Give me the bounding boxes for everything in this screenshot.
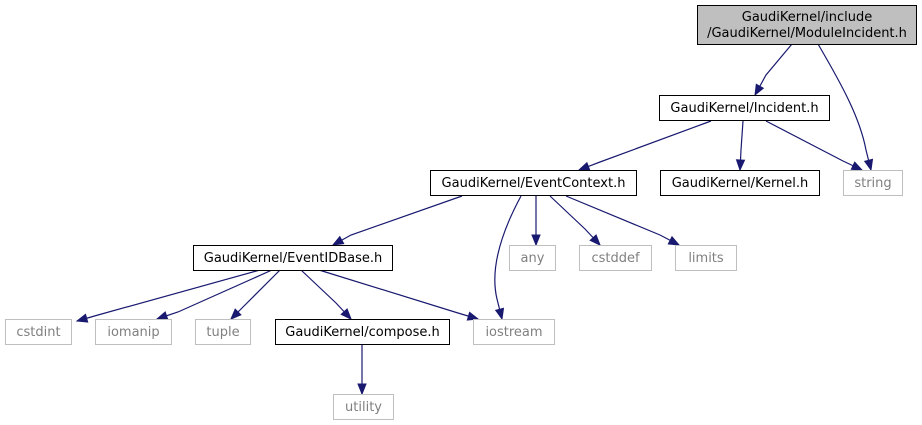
node-cstddef[interactable]: cstddef [579,245,652,271]
node-box [333,394,394,420]
node-box [473,319,555,345]
node-layer: GaudiKernel/include/GaudiKernel/ModuleIn… [5,5,917,420]
edge-arrowhead [531,234,541,247]
node-box [193,245,393,271]
edge-arrowhead [466,311,480,321]
edge-event_id_base-to-cstdint [75,269,261,323]
node-iomanip[interactable]: iomanip [95,319,172,345]
node-label: tuple [206,325,239,340]
node-box [659,95,830,121]
node-cstdint[interactable]: cstdint [5,319,72,345]
edge-arrowhead [850,161,864,171]
edge-event_context-to-limits [565,195,681,246]
node-label: string [854,176,891,191]
node-label: utility [345,400,382,415]
node-event_id_base[interactable]: GaudiKernel/EventIDBase.h [193,245,393,271]
node-module_incident: GaudiKernel/include/GaudiKernel/ModuleIn… [697,5,917,45]
edge-arrowhead [230,308,242,320]
edge-arrowhead [863,158,874,172]
edge-line [494,195,522,320]
edge-arrowhead [577,161,591,171]
edge-arrowhead [667,235,681,246]
node-tuple[interactable]: tuple [195,319,251,345]
node-incident[interactable]: GaudiKernel/Incident.h [659,95,830,121]
node-string[interactable]: string [843,170,903,196]
edge-arrowhead [494,307,505,321]
node-label: any [521,251,545,266]
edge-arrowhead [155,311,169,321]
edge-line [765,120,863,171]
node-label: /GaudiKernel/ModuleIncident.h [707,26,907,41]
node-box [275,319,450,345]
node-box [579,245,652,271]
node-compose[interactable]: GaudiKernel/compose.h [275,319,450,345]
node-kernel[interactable]: GaudiKernel/Kernel.h [660,170,820,196]
node-utility[interactable]: utility [333,394,394,420]
node-any[interactable]: any [509,245,556,271]
edge-arrowhead [331,235,345,246]
edge-event_id_base-to-tuple [230,269,281,320]
node-label: GaudiKernel/EventContext.h [442,176,626,191]
edge-arrowhead [735,159,746,172]
edge-module_incident-to-incident [754,43,793,97]
node-iostream[interactable]: iostream [473,319,555,345]
node-label: GaudiKernel/Incident.h [670,101,818,116]
edge-arrowhead [357,383,367,396]
node-event_context[interactable]: GaudiKernel/EventContext.h [430,170,637,196]
node-box [430,170,637,196]
edge-event_context-to-event_id_base [331,195,463,246]
node-label: iomanip [107,325,159,340]
edge-line [332,195,463,246]
node-box [5,319,72,345]
edge-arrowhead [589,234,601,246]
edge-line [578,120,712,171]
edge-event_id_base-to-iostream [318,269,480,321]
edge-compose-to-utility [357,344,367,396]
edge-event_id_base-to-compose [300,269,352,320]
node-label: cstdint [16,325,60,340]
edge-incident-to-kernel [735,120,746,172]
node-label: GaudiKernel/Kernel.h [672,176,809,191]
node-box [95,319,172,345]
node-box [509,245,556,271]
edge-arrowhead [754,83,765,97]
node-label: GaudiKernel/compose.h [285,325,439,340]
edge-incident-to-string [765,120,864,171]
node-box [843,170,903,196]
edge-module_incident-to-string [817,43,874,172]
edge-layer [75,43,874,396]
node-limits[interactable]: limits [675,245,737,271]
edge-line [318,269,479,320]
edge-incident-to-event_context [577,120,712,171]
edge-line [76,269,261,322]
node-label: iostream [485,325,542,340]
node-box [675,245,737,271]
node-label: GaudiKernel/include [742,10,872,25]
node-box [195,319,251,345]
node-label: cstddef [591,251,640,266]
node-label: limits [688,251,724,266]
node-box [660,170,820,196]
node-box [697,5,917,45]
edge-arrowhead [75,313,89,323]
edge-line [817,43,872,171]
edge-event_context-to-cstddef [549,195,601,246]
node-label: GaudiKernel/EventIDBase.h [204,251,382,266]
edge-event_context-to-any [531,196,541,247]
edge-event_context-to-iostream [494,195,522,321]
edge-arrowhead [340,308,352,320]
edge-line [565,195,680,246]
